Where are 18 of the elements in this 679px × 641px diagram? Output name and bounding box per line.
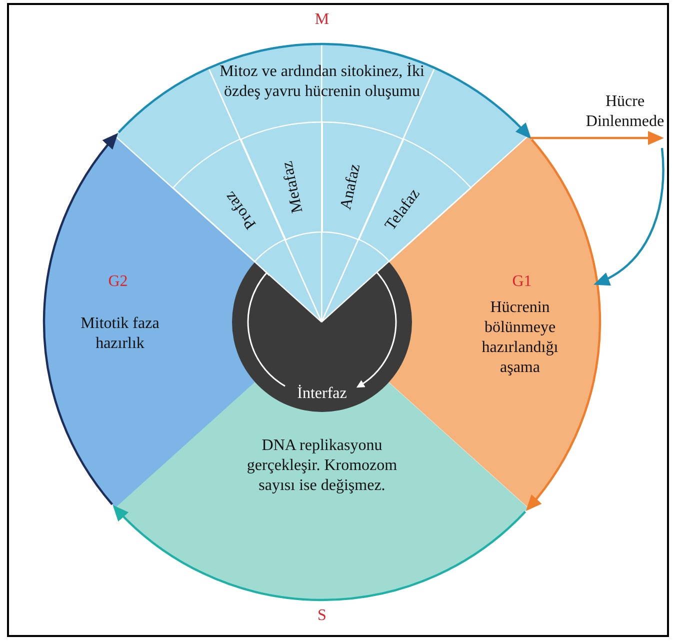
arrow (594, 148, 664, 285)
phase-label: G2 (107, 272, 129, 292)
arrow (530, 131, 664, 145)
phase-label: S (316, 606, 328, 626)
arrow (118, 43, 532, 139)
interphase-label: İnterfaz (296, 384, 348, 404)
phase-description: Mitotik faza hazırlık (80, 314, 160, 354)
phase-description: DNA replikasyonu gerçekleşir. Kromozom sayısı ise değişmez. (246, 436, 398, 496)
stage-label: Anafaz (336, 162, 364, 212)
phase-description: Hücrenin bölünmeye hazırlandığı aşama (480, 298, 560, 378)
resting-cell-label: Hücre Dinlenmede (584, 92, 666, 132)
phase-description: Mitoz ve ardından sitokinez, İki özdeş yavru hücrenin oluşumu (218, 62, 426, 102)
stage-label: Metafaz (278, 159, 308, 215)
arrow (526, 138, 601, 512)
phase-label: G1 (511, 272, 533, 292)
arrow (112, 505, 526, 601)
arrow (43, 132, 118, 506)
phase-label: M (314, 10, 330, 30)
